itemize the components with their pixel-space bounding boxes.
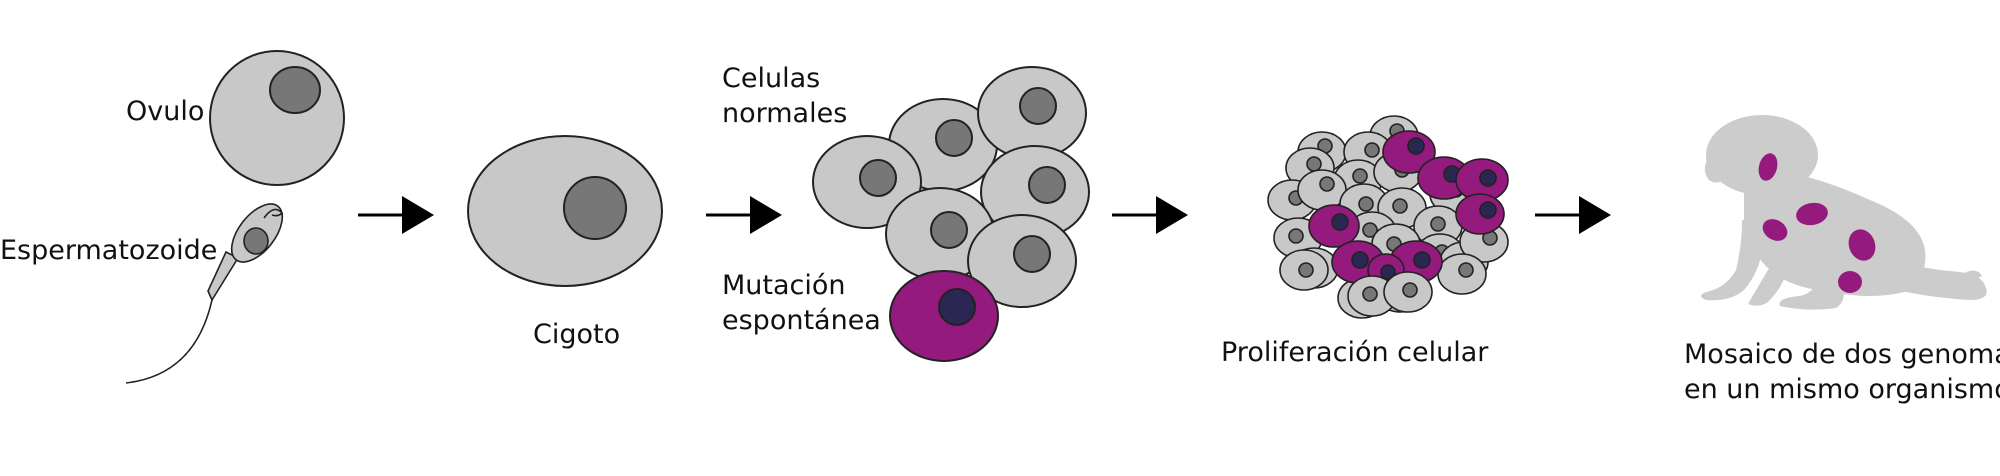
label-espermatozoide: Espermatozoide <box>0 235 217 266</box>
mutant-cell <box>1455 158 1509 202</box>
label-mosaico-1: Mosaico de dos genomas <box>1684 339 2000 370</box>
mosaic-patches <box>1758 153 1876 293</box>
ovum-nucleus <box>269 66 321 114</box>
label-cigoto: Cigoto <box>533 319 620 350</box>
ovum <box>209 50 345 186</box>
normal-cell <box>980 145 1090 239</box>
mutant-cell <box>1455 193 1505 235</box>
label-mutacion-2: espontánea <box>722 305 881 336</box>
mutant-cell <box>889 270 999 362</box>
zygote <box>467 135 663 287</box>
mutant-cell <box>1382 130 1436 174</box>
label-celulas-2: normales <box>722 98 847 129</box>
label-celulas-1: Celulas <box>722 63 820 94</box>
label-proliferacion: Proliferación celular <box>1221 337 1489 368</box>
label-mutacion-1: Mutación <box>722 270 846 301</box>
sperm-midpiece <box>207 250 240 302</box>
normal-cell <box>1279 249 1329 291</box>
proliferation-cluster <box>1267 115 1509 319</box>
arrow-2 <box>706 196 782 234</box>
normal-cells-cluster <box>812 66 1090 362</box>
mosaic-patch <box>1762 219 1788 241</box>
normal-cell <box>1437 253 1487 295</box>
mosaic-patch <box>1758 153 1778 181</box>
arrow-1 <box>358 196 434 234</box>
label-mosaico-2: en un mismo organismo <box>1684 374 2000 405</box>
mutant-cell <box>1308 204 1360 248</box>
baby-silhouette <box>1701 115 1987 310</box>
mosaic-patch <box>1848 229 1876 261</box>
sperm <box>125 203 284 384</box>
arrow-3 <box>1112 196 1188 234</box>
sperm-tail <box>125 299 213 384</box>
normal-cell <box>977 66 1087 160</box>
ovum-cell <box>209 50 345 186</box>
sperm-nucleus <box>243 227 269 255</box>
label-ovulo: Ovulo <box>126 96 204 127</box>
normal-cell <box>812 135 922 229</box>
sperm-acrosome <box>263 208 284 219</box>
normal-cell <box>967 214 1077 308</box>
zygote-nucleus <box>563 176 627 240</box>
normal-cell <box>1383 271 1433 313</box>
normal-cell <box>1297 169 1347 211</box>
arrow-4 <box>1535 196 1611 234</box>
mosaic-patch <box>1796 202 1828 226</box>
mosaic-patch <box>1838 271 1862 293</box>
